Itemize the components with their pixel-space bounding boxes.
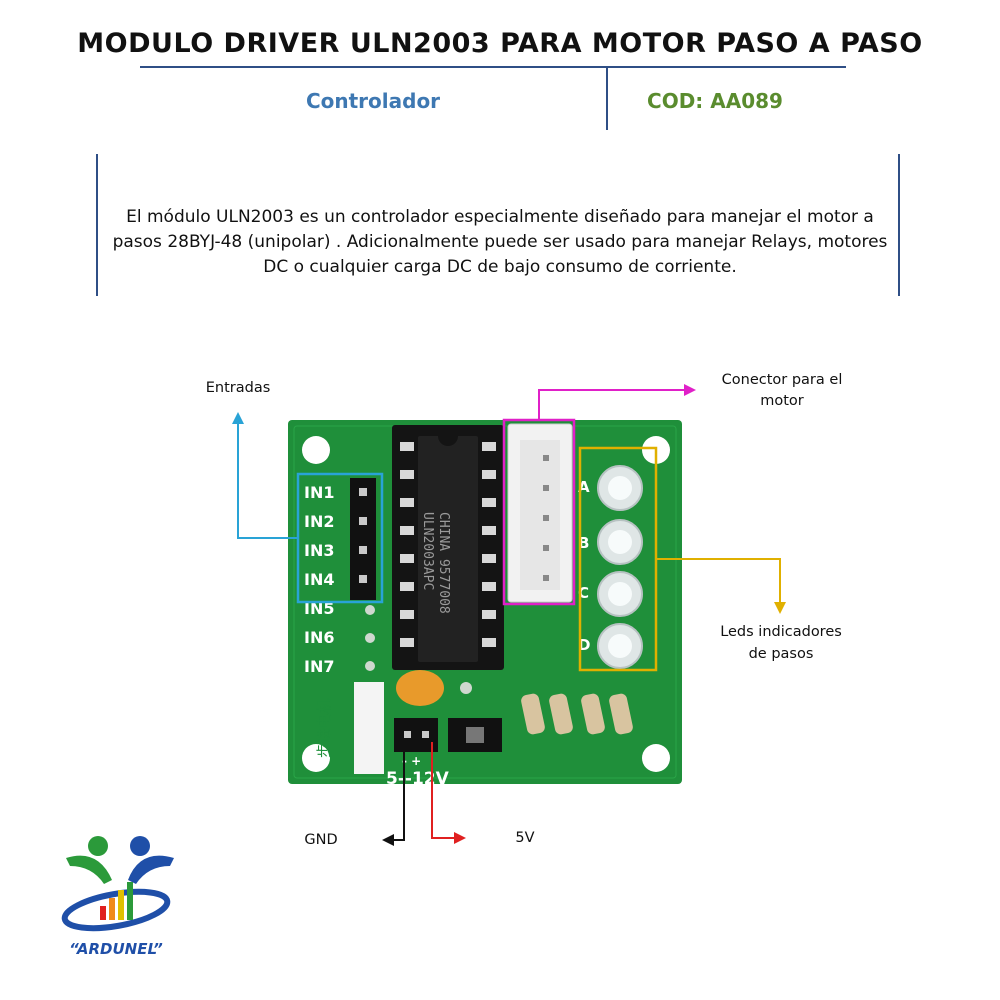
inputs-arrow <box>237 422 298 539</box>
mount-hole-br <box>642 744 670 772</box>
leds-callout-line2: de pasos <box>748 646 814 662</box>
pin-label-in6: IN6 <box>304 628 334 647</box>
socket-pins-right <box>482 442 496 647</box>
input-pins <box>359 488 367 583</box>
chinese-label-plate <box>354 682 384 774</box>
description-bar-left <box>96 154 98 296</box>
chinese-label: 步进电机 <box>315 698 333 758</box>
gnd-callout-label: GND <box>304 832 338 848</box>
header-divider <box>606 66 608 130</box>
pin-label-in4: IN4 <box>304 570 334 589</box>
mount-hole-tl <box>302 436 330 464</box>
product-code: COD: AA089 <box>647 89 783 113</box>
resistors <box>521 693 633 735</box>
chip-marking-line2: ULN2003APC <box>420 512 435 590</box>
motor-connector-callout-line2: motor <box>760 393 804 409</box>
v5-arrow <box>431 742 456 839</box>
inputs-arrowhead <box>232 412 244 424</box>
inputs-callout-label: Entradas <box>205 380 271 396</box>
pin-label-in2: IN2 <box>304 512 334 531</box>
motor-connector-inner <box>520 440 560 590</box>
description-bar-right <box>898 154 900 296</box>
chip-notch <box>438 436 458 446</box>
pin-label-in7: IN7 <box>304 657 334 676</box>
led-letter-b: B <box>578 534 589 552</box>
v5-arrowhead <box>454 832 466 844</box>
pad-in7 <box>365 661 375 671</box>
chip-marking-line1: CHINA 9577008 <box>436 512 451 614</box>
voltage-label: 5--12V <box>386 769 450 789</box>
category-label: Controlador <box>305 89 441 113</box>
pin-label-in1: IN1 <box>304 483 334 502</box>
polarity-label: - + <box>402 754 421 768</box>
gnd-arrow <box>392 742 405 841</box>
ardunel-logo: “ARDUNEL” <box>61 836 174 958</box>
logo-text: “ARDUNEL” <box>69 940 163 958</box>
socket-pins-left <box>400 442 414 647</box>
capacitor <box>396 670 444 706</box>
gnd-arrowhead <box>382 834 394 846</box>
leds-arrow <box>656 558 781 604</box>
capacitor-pad <box>460 682 472 694</box>
leds-callout-line1: Leds indicadores <box>720 624 842 640</box>
connector-arrow <box>538 389 686 420</box>
motor-connector-pins <box>543 455 549 581</box>
pad-in5 <box>365 605 375 615</box>
connector-arrowhead <box>684 384 696 396</box>
uln2003-chip <box>418 436 478 662</box>
mount-hole-bl <box>302 744 330 772</box>
led-array <box>597 465 643 669</box>
motor-connector-callout-line1: Conector para el <box>721 372 843 388</box>
led-letter-c: C <box>578 584 589 602</box>
leds-arrowhead <box>774 602 786 614</box>
v5-callout-label: 5V <box>515 830 535 846</box>
pin-label-in5: IN5 <box>304 599 334 618</box>
pad-in6 <box>365 633 375 643</box>
pin-label-in3: IN3 <box>304 541 334 560</box>
page-title: MODULO DRIVER ULN2003 PARA MOTOR PASO A … <box>77 28 923 59</box>
description-text: El módulo ULN2003 es un controlador espe… <box>112 207 888 277</box>
title-underline <box>140 66 846 68</box>
power-header <box>394 718 438 752</box>
